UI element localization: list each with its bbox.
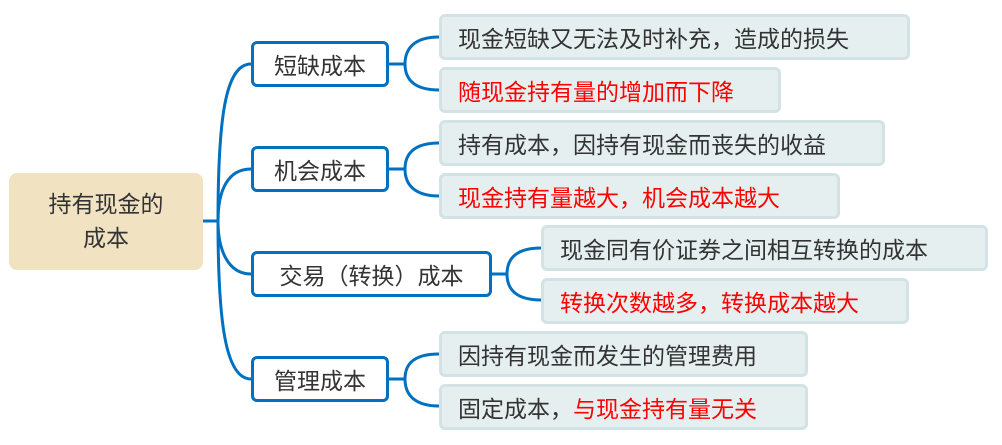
connector-branch-1 (216, 62, 252, 222)
connector-leaves-3 (492, 246, 542, 302)
branch-management-cost[interactable]: 管理成本 (251, 356, 389, 402)
branch-opportunity-cost[interactable]: 机会成本 (251, 146, 389, 192)
leaf-text: 随现金持有量的增加而下降 (458, 80, 734, 106)
branch-transaction-cost[interactable]: 交易（转换）成本 (251, 251, 492, 297)
connector-leaves-4 (389, 352, 440, 408)
leaf-node[interactable]: 固定成本，与现金持有量无关 (439, 384, 808, 430)
leaf-text: 持有成本，因持有现金而丧失的收益 (458, 133, 826, 159)
branch-label: 管理成本 (274, 369, 366, 395)
connector-leaves-2 (389, 141, 440, 198)
leaf-node[interactable]: 现金持有量越大，机会成本越大 (439, 173, 840, 219)
leaf-node[interactable]: 现金同有价证券之间相互转换的成本 (541, 225, 988, 271)
leaf-node[interactable]: 现金短缺又无法及时补充，造成的损失 (439, 14, 910, 60)
leaf-text-black: 固定成本， (458, 397, 573, 423)
branch-label: 短缺成本 (274, 54, 366, 80)
connector-leaves-1 (389, 35, 440, 92)
leaf-text-red: 与现金持有量无关 (573, 397, 757, 423)
root-node[interactable]: 持有现金的 成本 (9, 173, 203, 270)
leaf-text: 因持有现金而发生的管理费用 (458, 344, 757, 370)
branch-shortage-cost[interactable]: 短缺成本 (251, 41, 389, 87)
leaf-text: 现金短缺又无法及时补充，造成的损失 (458, 27, 849, 53)
connector-branch-4 (216, 220, 252, 381)
leaf-text: 现金持有量越大，机会成本越大 (458, 186, 780, 212)
branch-label: 机会成本 (274, 159, 366, 185)
leaf-text: 转换次数越多，转换成本越大 (560, 291, 859, 317)
connector-branch-3 (216, 220, 252, 276)
branch-label: 交易（转换）成本 (279, 264, 464, 290)
leaf-node[interactable]: 持有成本，因持有现金而丧失的收益 (439, 120, 885, 166)
root-label-line1: 持有现金的 (48, 191, 164, 218)
connector-branch-2 (216, 167, 252, 222)
leaf-node[interactable]: 转换次数越多，转换成本越大 (541, 278, 909, 324)
leaf-text: 现金同有价证券之间相互转换的成本 (560, 238, 928, 264)
root-label-line2: 成本 (83, 225, 129, 252)
leaf-node[interactable]: 随现金持有量的增加而下降 (439, 67, 781, 113)
leaf-node[interactable]: 因持有现金而发生的管理费用 (439, 331, 808, 377)
